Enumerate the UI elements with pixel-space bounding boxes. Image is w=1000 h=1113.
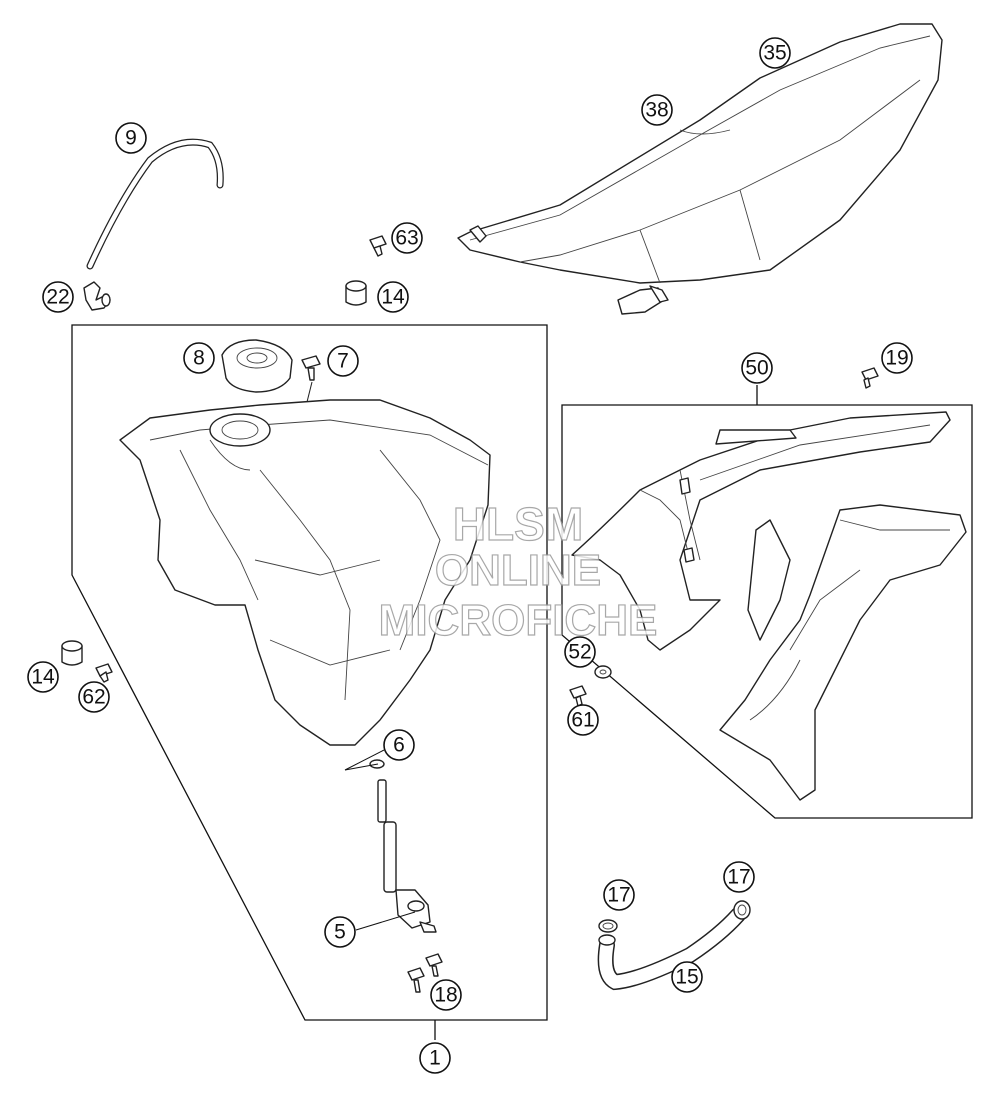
screw-63[interactable] <box>369 235 387 257</box>
svg-text:14: 14 <box>31 666 55 689</box>
hose-fitting[interactable] <box>83 281 111 311</box>
svg-text:19: 19 <box>885 347 908 370</box>
vent-hose[interactable] <box>86 138 224 270</box>
svg-text:ONLINE: ONLINE <box>435 546 601 595</box>
spoiler-group-outline <box>561 385 973 819</box>
watermark: HLSM ONLINE MICROFICHE <box>378 497 658 645</box>
svg-text:MICROFICHE: MICROFICHE <box>379 596 658 645</box>
callout-15[interactable]: 15 <box>671 961 703 993</box>
callout-8[interactable]: 8 <box>183 342 215 374</box>
svg-text:17: 17 <box>607 884 630 907</box>
callout-17-right[interactable]: 17 <box>723 861 755 893</box>
screws-18[interactable] <box>407 953 443 993</box>
svg-text:61: 61 <box>571 709 594 732</box>
callout-7[interactable]: 7 <box>327 345 359 377</box>
spoiler-left[interactable] <box>571 411 951 651</box>
svg-text:22: 22 <box>46 286 69 309</box>
spacer-14-top[interactable] <box>345 280 367 306</box>
callout-19[interactable]: 19 <box>881 342 913 374</box>
spoiler-right[interactable] <box>719 504 967 801</box>
svg-text:15: 15 <box>675 966 698 989</box>
svg-text:35: 35 <box>763 42 786 65</box>
washer-52[interactable] <box>594 665 612 679</box>
callout-14-top[interactable]: 14 <box>377 281 409 313</box>
callout-18[interactable]: 18 <box>430 979 462 1011</box>
svg-text:6: 6 <box>393 734 405 757</box>
fuel-tap[interactable] <box>377 779 437 933</box>
svg-text:7: 7 <box>337 350 349 373</box>
callout-22[interactable]: 22 <box>42 281 74 313</box>
svg-text:62: 62 <box>82 686 105 709</box>
svg-text:9: 9 <box>125 127 137 150</box>
hose-15[interactable] <box>597 907 746 991</box>
callout-50[interactable]: 50 <box>741 352 773 384</box>
spacer-14-left[interactable] <box>61 640 83 666</box>
svg-text:38: 38 <box>645 99 668 122</box>
svg-text:14: 14 <box>381 286 405 309</box>
seat[interactable] <box>457 23 943 315</box>
screw-61[interactable] <box>569 685 587 707</box>
callout-38[interactable]: 38 <box>641 94 673 126</box>
screw-62[interactable] <box>95 663 113 683</box>
svg-text:8: 8 <box>193 347 205 370</box>
hose-clamp-right[interactable] <box>733 900 751 920</box>
callout-6[interactable]: 6 <box>383 729 415 761</box>
callout-35[interactable]: 35 <box>759 37 791 69</box>
svg-text:HLSM: HLSM <box>453 498 583 550</box>
fuel-tank[interactable] <box>119 399 491 746</box>
fuel-cap[interactable] <box>221 339 293 393</box>
callout-9[interactable]: 9 <box>115 122 147 154</box>
callout-52[interactable]: 52 <box>564 636 596 668</box>
svg-text:63: 63 <box>395 227 418 250</box>
svg-text:17: 17 <box>727 866 750 889</box>
callout-14-left[interactable]: 14 <box>27 661 59 693</box>
svg-text:1: 1 <box>429 1047 441 1070</box>
callout-1[interactable]: 1 <box>419 1042 451 1074</box>
tank-group-outline <box>71 324 548 1040</box>
screw-19[interactable] <box>861 367 879 389</box>
callout-62[interactable]: 62 <box>78 681 110 713</box>
svg-text:52: 52 <box>568 641 591 664</box>
callout-63[interactable]: 63 <box>391 222 423 254</box>
callout-61[interactable]: 61 <box>567 704 599 736</box>
svg-text:5: 5 <box>334 921 346 944</box>
hose-clamp-left[interactable] <box>598 919 618 933</box>
callout-17-left[interactable]: 17 <box>603 879 635 911</box>
svg-text:50: 50 <box>745 357 768 380</box>
callout-5[interactable]: 5 <box>324 916 356 948</box>
svg-text:18: 18 <box>434 984 457 1007</box>
